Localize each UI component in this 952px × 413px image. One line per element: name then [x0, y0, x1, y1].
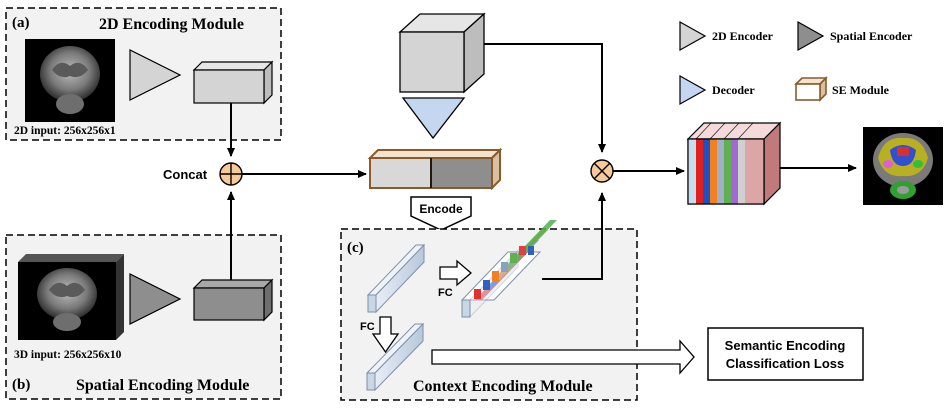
- legend-se-module-icon: [794, 76, 828, 102]
- circle-plus-icon: [219, 162, 243, 186]
- se-module-block: [367, 147, 503, 191]
- loss-arrow: [431, 339, 695, 375]
- encoder-2d-triangle-icon: [129, 49, 182, 101]
- arrow-top-to-multiply: [484, 43, 606, 153]
- feature-cube-spatial: [192, 278, 274, 322]
- feature-cube-2d: [192, 60, 274, 105]
- module-2d-title: 2D Encoding Module: [99, 16, 244, 33]
- input-2d-label: 2D input: 256x256x1: [14, 125, 116, 137]
- legend-decoder-icon: [679, 74, 707, 106]
- fc-arrow-down: [371, 316, 400, 354]
- segmentation-image-icon: [863, 127, 943, 205]
- legend-encoder-2d-label: 2D Encoder: [712, 29, 774, 43]
- feature-vector-bar: [366, 243, 426, 314]
- loss-line-1: Semantic Encoding: [725, 338, 846, 353]
- encode-label: Encode: [419, 202, 463, 216]
- legend-encoder-2d-icon: [679, 20, 707, 52]
- encode-op: Encode: [410, 196, 472, 231]
- decoder-triangle-icon: [401, 97, 466, 140]
- module-context-title: Context Encoding Module: [413, 378, 593, 395]
- circle-times-icon: [590, 159, 614, 183]
- loss-line-2: Classification Loss: [726, 356, 844, 371]
- module-spatial-encoding: 3D input: 256x256x10 (b) Spatial Encodin…: [5, 234, 282, 400]
- mri-2d-input-image: [25, 39, 115, 122]
- legend: 2D Encoder Spatial Encoder Decoder SE Mo…: [679, 20, 913, 106]
- input-3d-label: 3D input: 256x256x10: [14, 349, 122, 361]
- legend-decoder-label: Decoder: [712, 83, 755, 97]
- context-vector-bar: [365, 322, 425, 392]
- encoded-color-vector: [460, 220, 557, 319]
- legend-spatial-encoder-label: Spatial Encoder: [830, 29, 913, 43]
- module-spatial-title: Spatial Encoding Module: [76, 377, 249, 394]
- fc-label-left: FC: [360, 321, 375, 333]
- loss-box: Semantic Encoding Classification Loss: [707, 327, 864, 381]
- concat-label: Concat: [163, 167, 208, 182]
- spatial-encoder-triangle-icon: [129, 273, 182, 325]
- arrow-vector-to-multiply: [542, 192, 606, 280]
- fc-arrow-right: [439, 259, 472, 287]
- module-context-encoding: (c) Context Encoding Module FC: [340, 220, 695, 401]
- legend-spatial-encoder-icon: [797, 20, 825, 52]
- module-context-tag: (c): [347, 240, 364, 256]
- module-2d-encoding: (a) 2D Encoding Module 2D input: 256x256…: [5, 7, 282, 141]
- module-2d-tag: (a): [12, 15, 30, 31]
- fc-label-top: FC: [438, 287, 453, 299]
- output-feature-stack: [686, 121, 782, 206]
- legend-se-module-label: SE Module: [832, 83, 890, 97]
- module-spatial-tag: (b): [12, 377, 30, 393]
- top-feature-cube: [398, 12, 486, 94]
- mri-3d-input-stack: [18, 254, 124, 340]
